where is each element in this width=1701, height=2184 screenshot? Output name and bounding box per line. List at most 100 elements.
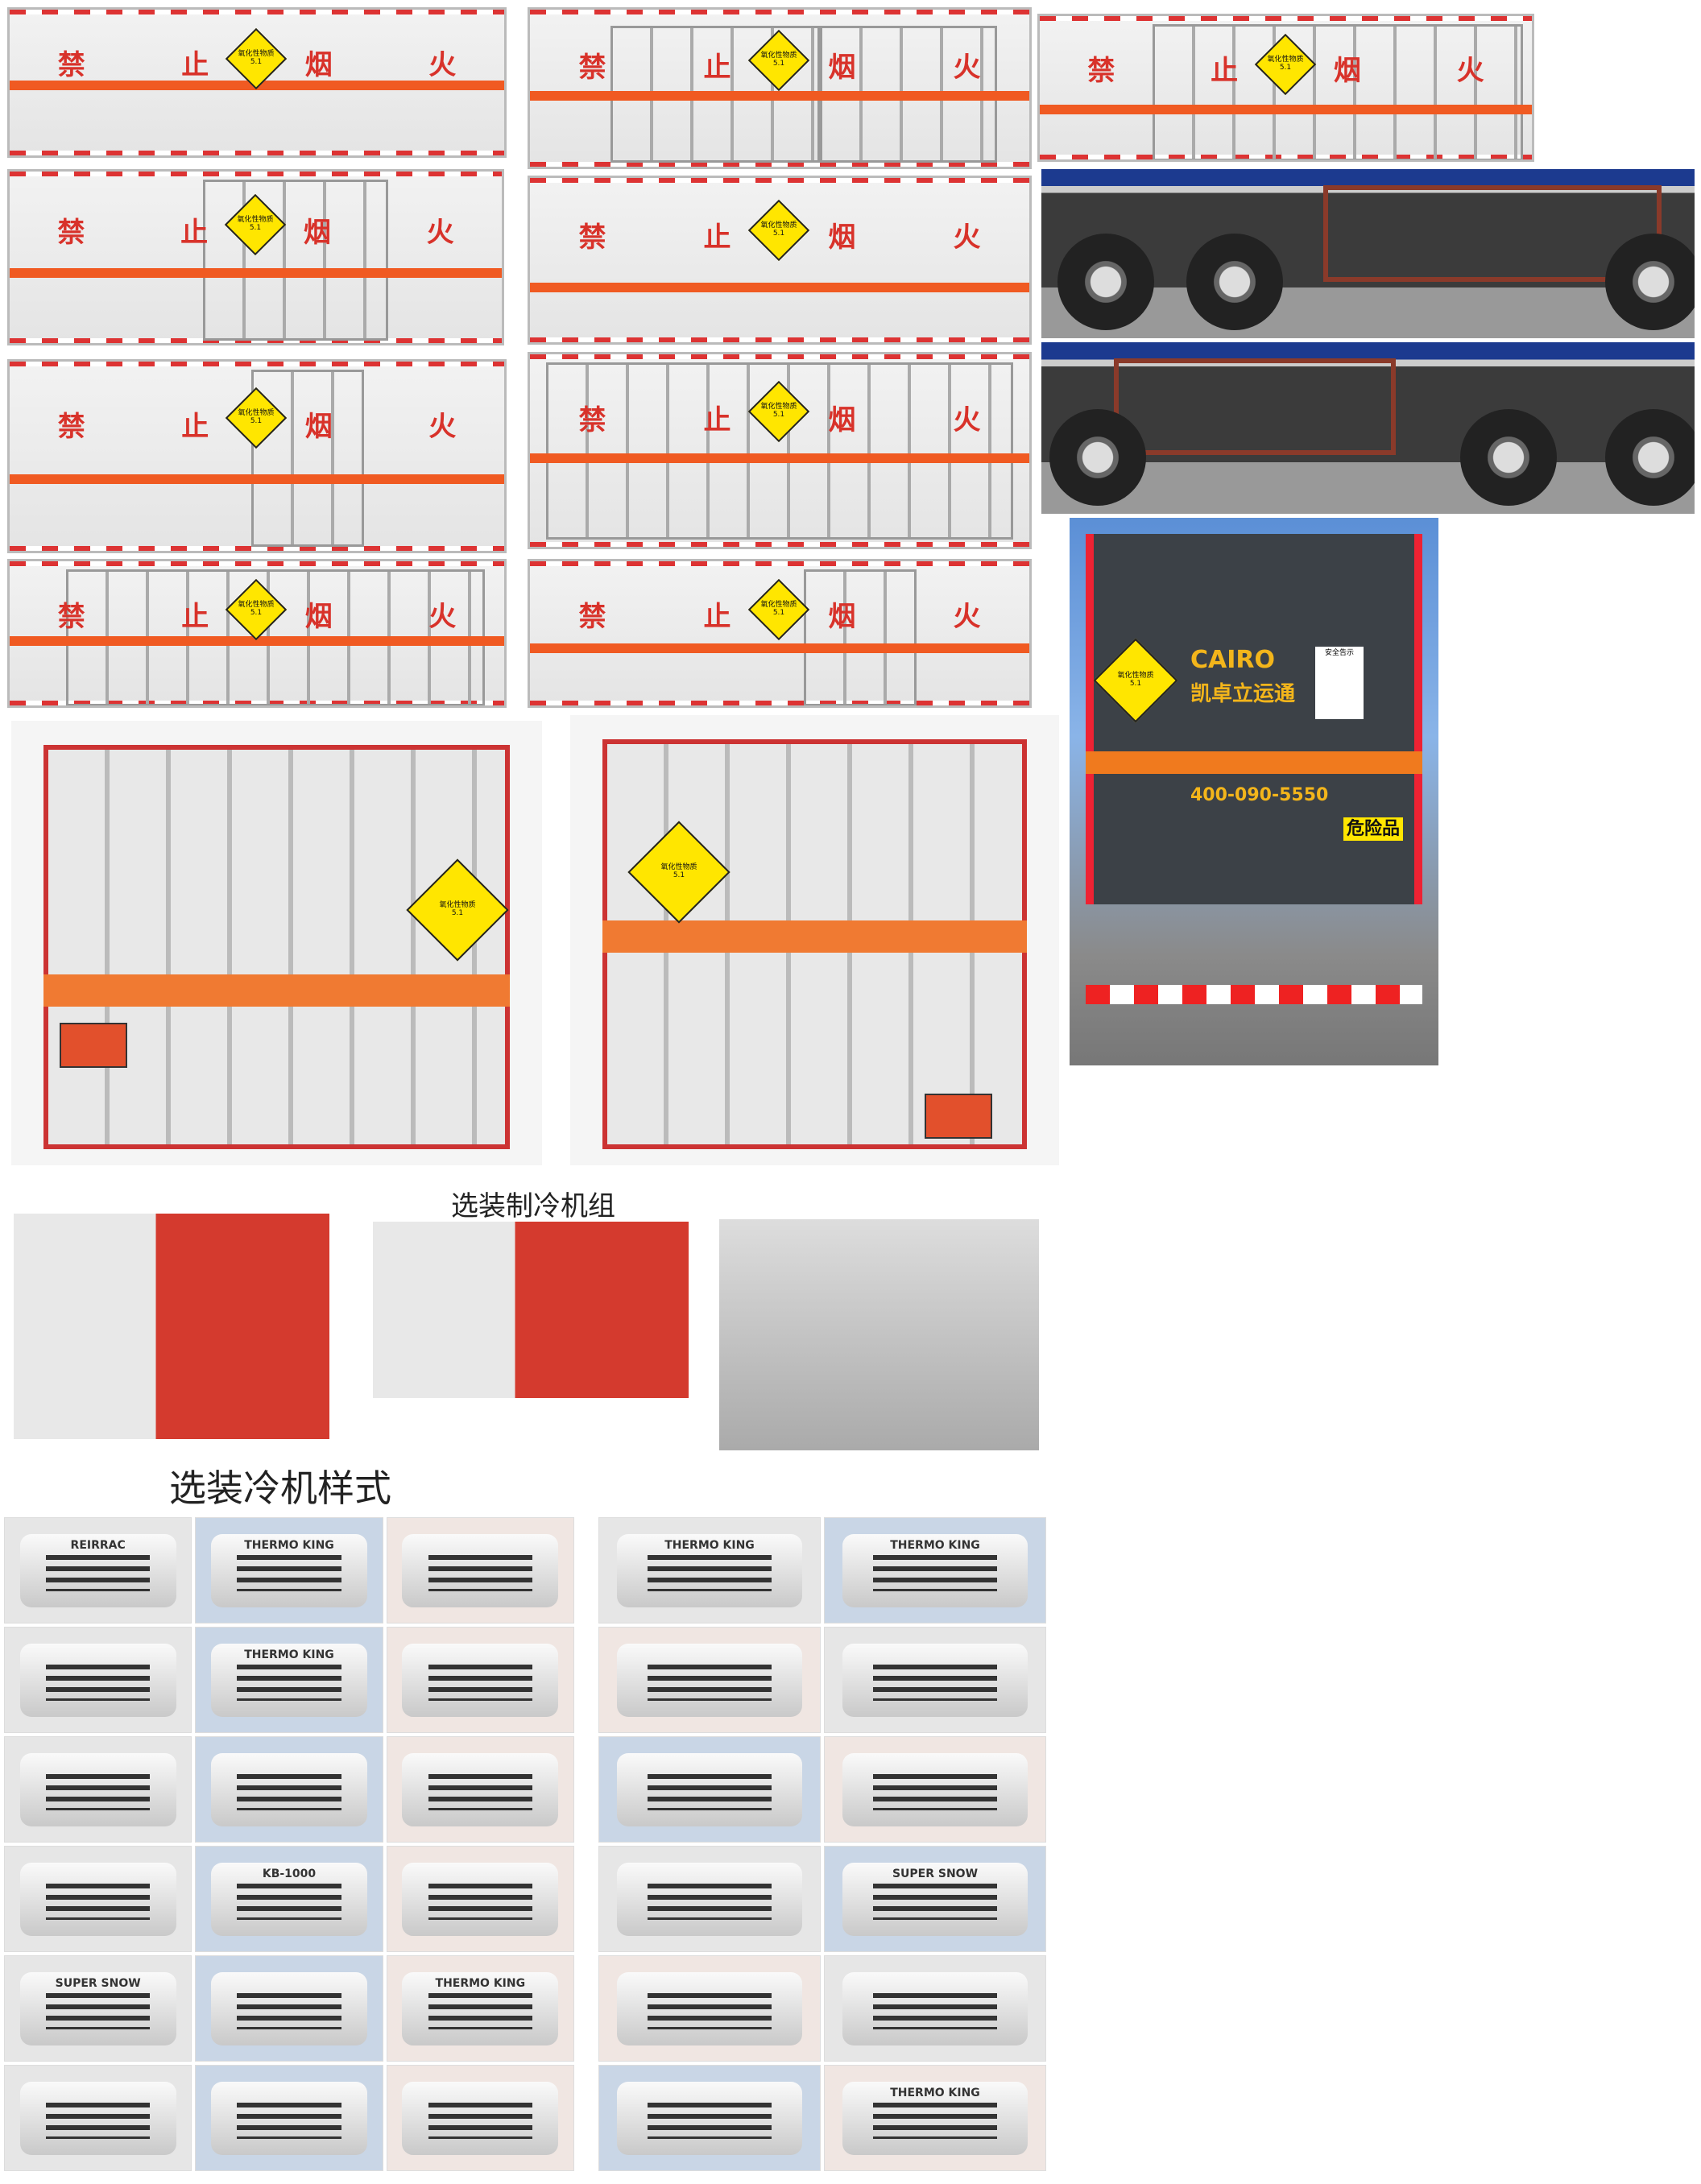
warning-char: 止 bbox=[703, 221, 731, 254]
orange-stripe bbox=[10, 635, 504, 646]
hazard-label-class: 5.1 bbox=[772, 229, 784, 238]
grille bbox=[648, 2102, 772, 2139]
reefer-unit-photo: REIRRAC bbox=[4, 1517, 192, 1624]
warning-text-no-fire: 禁止烟火 bbox=[530, 45, 1029, 85]
hazard-label-class: 5.1 bbox=[1279, 64, 1291, 72]
grille bbox=[45, 1554, 151, 1591]
reefer-unit-photo bbox=[386, 1736, 574, 1843]
hazard-label-class: 5.1 bbox=[249, 224, 261, 233]
hazard-label-class: 5.1 bbox=[250, 57, 263, 66]
warning-char: 禁 bbox=[57, 217, 85, 250]
warning-char: 止 bbox=[703, 52, 731, 85]
reflective-edge-strip bbox=[10, 546, 504, 551]
hazard-label-class: 5.1 bbox=[250, 417, 263, 426]
warning-char: 止 bbox=[1211, 55, 1239, 88]
warning-char: 禁 bbox=[57, 411, 85, 444]
warning-char: 火 bbox=[428, 49, 457, 82]
hazard-label-class: 5.1 bbox=[1129, 680, 1142, 688]
warning-text-no-fire: 禁止烟火 bbox=[1040, 48, 1532, 88]
hazard-label-class: 5.1 bbox=[673, 871, 685, 879]
warning-char: 烟 bbox=[304, 49, 333, 82]
reefer-brand-label: SUPER SNOW bbox=[892, 1868, 979, 1880]
orange-stripe bbox=[1040, 105, 1532, 115]
grille bbox=[45, 1773, 151, 1810]
reefer-unit-photo bbox=[598, 2065, 821, 2171]
license-plate-marker bbox=[925, 1094, 992, 1139]
reefer-unit-photo: SUPER SNOW bbox=[4, 1955, 192, 2062]
warning-char: 火 bbox=[428, 600, 457, 633]
reflective-edge-strip bbox=[530, 178, 1029, 183]
warning-char: 火 bbox=[953, 221, 981, 254]
rear-text: 凯卓立运通 bbox=[1190, 682, 1296, 706]
warning-text-no-fire: 禁止烟火 bbox=[530, 215, 1029, 254]
reefer-unit-photo bbox=[598, 1736, 821, 1843]
truck-chassis-photo bbox=[1041, 342, 1695, 514]
wheel bbox=[1057, 234, 1154, 330]
reefer-unit-photo bbox=[386, 2065, 574, 2171]
reflective-band bbox=[602, 920, 1027, 953]
hazard-label-class: 5.1 bbox=[451, 909, 464, 917]
warning-char: 火 bbox=[1456, 55, 1484, 88]
grille bbox=[648, 1992, 772, 2029]
reefer-unit-photo: THERMO KING bbox=[195, 1627, 383, 1733]
warning-char: 止 bbox=[180, 217, 209, 250]
warning-char: 烟 bbox=[828, 600, 856, 633]
caption-unit-styles: 选装冷机样式 bbox=[169, 1466, 391, 1510]
orange-stripe bbox=[10, 474, 504, 484]
reefer-unit-photo bbox=[598, 1627, 821, 1733]
grille bbox=[428, 2102, 533, 2139]
grille bbox=[648, 1773, 772, 1810]
grille bbox=[237, 1773, 341, 1810]
reflective-band bbox=[43, 974, 510, 1007]
hazard-label-class: 5.1 bbox=[250, 609, 263, 618]
grille bbox=[428, 1664, 533, 1701]
reefer-unit-photo bbox=[386, 1846, 574, 1952]
reflective-edge-strip bbox=[1040, 16, 1532, 21]
reefer-unit-photo bbox=[4, 2065, 192, 2171]
warning-text-no-fire: 禁止烟火 bbox=[10, 210, 502, 250]
reflective-edge-strip bbox=[530, 354, 1029, 359]
orange-band bbox=[1086, 751, 1422, 774]
orange-stripe bbox=[530, 643, 1029, 653]
reefer-brand-label: THERMO KING bbox=[435, 1977, 526, 1990]
grille bbox=[428, 1773, 533, 1810]
reflective-edge-strip bbox=[530, 701, 1029, 705]
warning-char: 烟 bbox=[828, 403, 856, 436]
reflective-edge-strip bbox=[530, 10, 1029, 14]
warning-char: 禁 bbox=[57, 600, 85, 633]
grille bbox=[237, 1554, 341, 1591]
orange-stripe bbox=[530, 283, 1029, 293]
reflective-edge-strip bbox=[10, 151, 504, 155]
truck-chassis-photo bbox=[1041, 169, 1695, 338]
reflective-edge-strip bbox=[530, 561, 1029, 566]
warning-char: 止 bbox=[703, 600, 731, 633]
orange-stripe bbox=[10, 268, 502, 279]
reflective-edge-strip bbox=[10, 10, 504, 14]
warning-char: 烟 bbox=[1333, 55, 1361, 88]
reefer-unit-photo bbox=[4, 1846, 192, 1952]
wheel bbox=[1605, 409, 1695, 506]
caption-refrigeration-unit: 选装制冷机组 bbox=[451, 1190, 615, 1222]
reefer-brand-label: THERMO KING bbox=[244, 1539, 334, 1552]
warning-char: 止 bbox=[703, 403, 731, 436]
warning-char: 烟 bbox=[304, 600, 333, 633]
reefer-brand-label: THERMO KING bbox=[664, 1539, 755, 1552]
grille bbox=[873, 1883, 997, 1920]
reefer-unit-photo: KB-1000 bbox=[195, 1846, 383, 1952]
grille bbox=[873, 1773, 997, 1810]
grille bbox=[873, 1992, 997, 2029]
cab-photo-2 bbox=[373, 1222, 689, 1398]
grille bbox=[428, 1883, 533, 1920]
hazard-label-class: 5.1 bbox=[772, 60, 784, 68]
grille bbox=[873, 1554, 997, 1591]
warning-text-no-fire: 禁止烟火 bbox=[10, 594, 504, 634]
reefer-unit-photo bbox=[386, 1627, 574, 1733]
